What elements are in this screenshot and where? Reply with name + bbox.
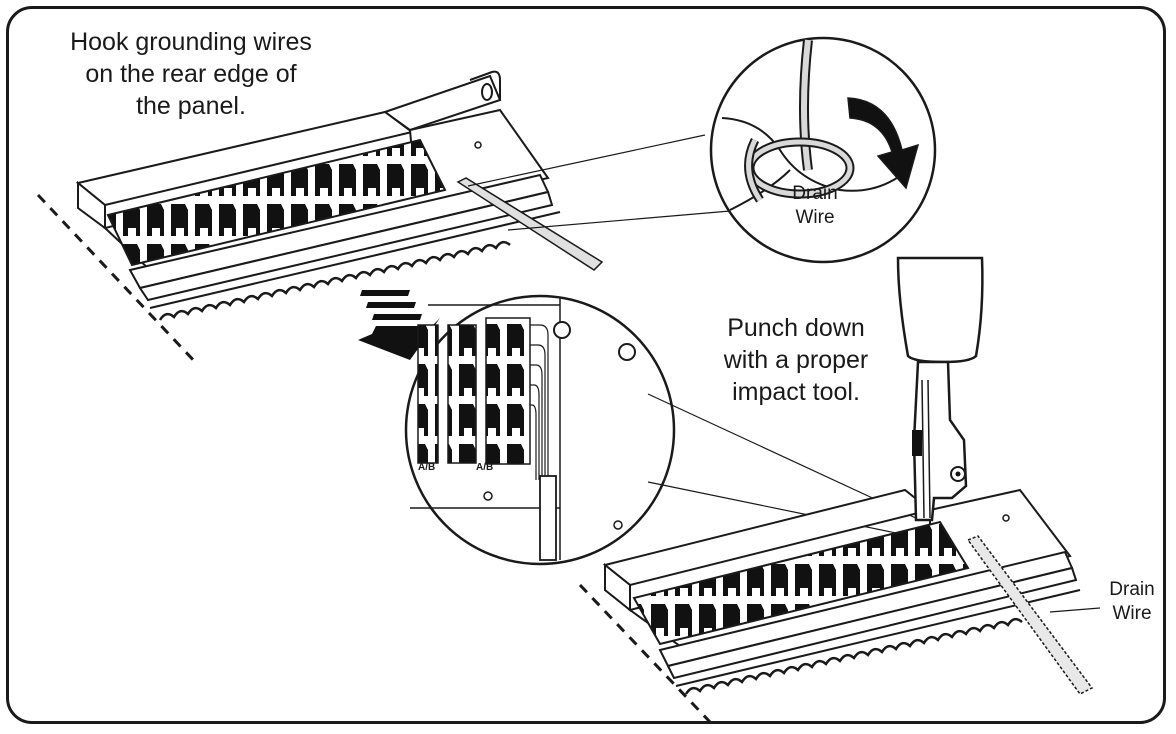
bottom-patch-panel (578, 488, 1101, 724)
punch-down-instruction: Punch down with a proper impact tool. (723, 314, 869, 406)
top-panel-mounting-ear (469, 70, 501, 100)
bottom-panel-cable-loops (684, 617, 1023, 695)
top-panel-front-rail-edge (149, 211, 561, 309)
top-zoom-circle (709, 36, 937, 264)
top-panel-dashed-edge (36, 193, 200, 367)
bottom-drain-wire (966, 535, 1094, 695)
bottom-panel-screw-hole (1002, 514, 1010, 522)
zoom-pair-label-left: A/B (418, 462, 435, 473)
bottom-panel-punchdown-blocks (632, 520, 970, 646)
hook-wires-instruction: Hook grounding wires on the rear edge of… (70, 28, 312, 120)
drain-wire-label-bottom: Drain Wire (1109, 579, 1155, 624)
impact-tool (896, 256, 984, 522)
top-drain-wire (456, 177, 604, 271)
zoom-block-left (417, 324, 477, 464)
bottom-panel-front-rail-edge (675, 589, 1081, 687)
top-zoom-leaders (467, 134, 743, 231)
impact-tool-shaft (912, 360, 968, 522)
middle-zoom-circle: A/B A/B (404, 294, 676, 566)
zoom-wire-strands (530, 324, 549, 480)
bottom-panel-front-rail-2 (666, 566, 1078, 680)
impact-tool-handle (896, 256, 984, 364)
top-panel-cable-loops (158, 240, 511, 321)
impact-tool-clip (912, 430, 922, 456)
top-panel-screw-hole (474, 141, 482, 149)
zoom-pair-label-right: A/B (476, 462, 493, 473)
top-panel-ear-hole (481, 83, 493, 101)
drain-wire-pointer (1049, 607, 1101, 613)
bottom-panel-dashed-edge (578, 583, 712, 724)
top-patch-panel (36, 70, 604, 367)
zoom-drain-wire (539, 475, 557, 561)
twist-arrow-icon (847, 97, 920, 190)
top-panel-punchdown-blocks (106, 138, 447, 267)
drain-wire-label-top: Drain Wire (792, 183, 838, 228)
zoom-block-right (485, 317, 531, 465)
top-panel-front-rail-2 (138, 190, 554, 302)
